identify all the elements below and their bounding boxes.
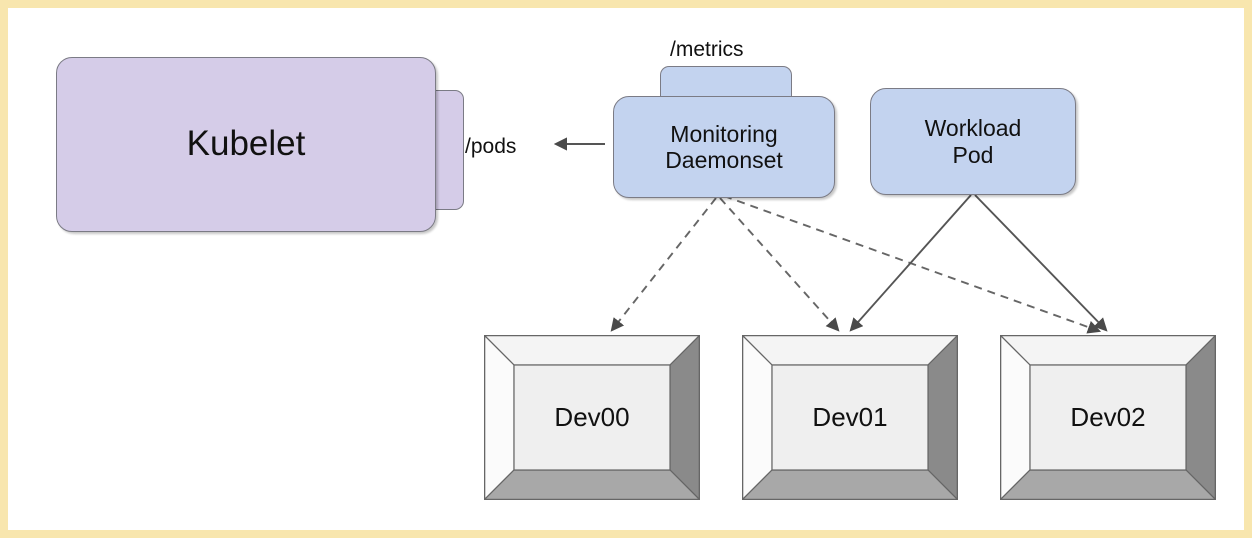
dev01-3d-box-icon [742, 335, 958, 500]
metrics-endpoint-label: /metrics [670, 38, 744, 61]
edge-daemonset-to-dev01 [719, 197, 840, 332]
edge-workloadpod-to-dev01 [849, 194, 972, 332]
kubelet-label: Kubelet [186, 124, 306, 164]
dev02-3d-box-icon [1000, 335, 1216, 500]
device-dev01[interactable]: Dev01 [742, 335, 958, 500]
diagram-stage: Kubelet /pods /metrics Monitoring Daemon… [8, 8, 1244, 530]
monitoring-daemonset-label-line1: Monitoring [670, 120, 778, 147]
workload-pod-label-line1: Workload [924, 115, 1022, 142]
kubelet-node[interactable]: Kubelet [56, 57, 436, 232]
edge-daemonset-to-dev02 [723, 195, 1102, 334]
edge-workloadpod-to-dev02 [974, 194, 1108, 332]
dev00-3d-box-icon [484, 335, 700, 500]
workload-pod-node[interactable]: Workload Pod [870, 88, 1076, 195]
device-dev00[interactable]: Dev00 [484, 335, 700, 500]
workload-pod-label-line2: Pod [952, 141, 994, 168]
device-dev02[interactable]: Dev02 [1000, 335, 1216, 500]
edge-daemonset-to-dev00 [610, 197, 717, 332]
pods-endpoint-label: /pods [465, 135, 517, 158]
edge-layer [553, 137, 1108, 334]
monitoring-daemonset-node[interactable]: Monitoring Daemonset [613, 96, 835, 198]
monitoring-daemonset-label-line2: Daemonset [665, 147, 783, 173]
